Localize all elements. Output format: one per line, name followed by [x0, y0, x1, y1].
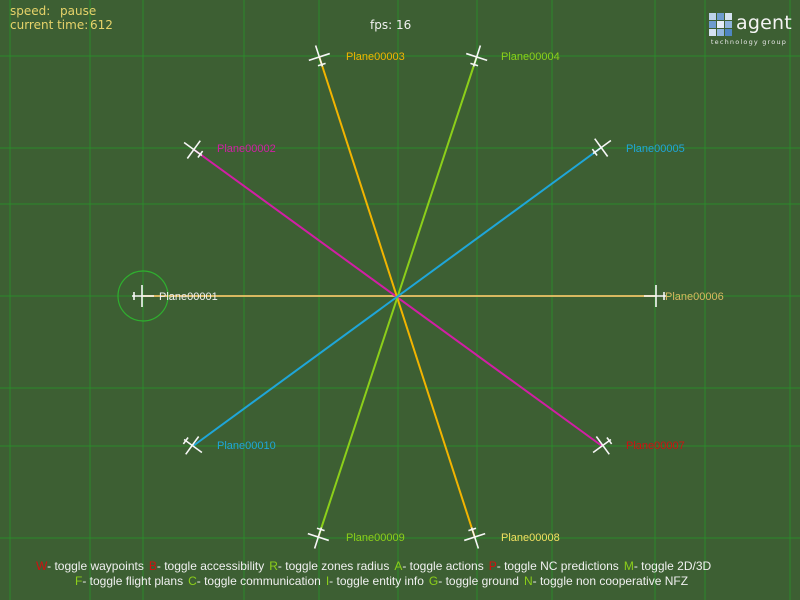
plane-icon[interactable]: [178, 431, 209, 462]
plane-icon[interactable]: [587, 132, 618, 163]
help-text: - toggle 2D/3D: [633, 559, 712, 573]
help-key: W: [36, 559, 48, 573]
help-key: A: [394, 559, 403, 573]
plane-label-plane00001[interactable]: Plane00001: [159, 291, 218, 303]
help-text: - toggle entity info: [329, 574, 424, 588]
help-item: B- toggle accessibility: [149, 559, 264, 573]
flight-path-plane00005-00010: [192, 146, 603, 447]
help-item: P- toggle NC predictions: [489, 559, 619, 573]
plane-icon[interactable]: [461, 524, 489, 552]
help-text: - toggle ground: [438, 574, 519, 588]
help-text: - toggle waypoints: [47, 559, 144, 573]
speed-label: speed:: [10, 4, 51, 18]
fps-label: fps:: [370, 18, 393, 32]
help-text: - toggle zones radius: [277, 559, 390, 573]
plane-label-plane00005[interactable]: Plane00005: [626, 143, 685, 155]
logo-subtitle: technology group: [710, 38, 788, 46]
plane-label-plane00010[interactable]: Plane00010: [217, 440, 276, 452]
help-text: - toggle communication: [196, 574, 321, 588]
plane-icon[interactable]: [178, 134, 209, 165]
selected-plane-radius: [117, 270, 169, 322]
plane-icon[interactable]: [644, 285, 666, 307]
current-time-readout: current time:612: [10, 18, 113, 32]
agent-technology-logo: agent technology group: [706, 10, 792, 50]
help-text: - toggle actions: [402, 559, 484, 573]
help-key: I: [325, 574, 330, 588]
help-text: - toggle flight plans: [82, 574, 184, 588]
speed-value: pause: [60, 4, 97, 18]
help-item: M- toggle 2D/3D: [624, 559, 711, 573]
help-key: B: [148, 559, 157, 573]
help-item: A- toggle actions: [394, 559, 483, 573]
plane-label-plane00004[interactable]: Plane00004: [501, 51, 560, 63]
logo-word: agent: [736, 12, 792, 34]
keyboard-help-row-1: W- toggle waypoints B- toggle accessibili…: [36, 559, 716, 573]
plane-icon[interactable]: [304, 524, 332, 552]
plane-icon[interactable]: [587, 431, 618, 462]
help-item: G- toggle ground: [429, 574, 519, 588]
plane-label-plane00007[interactable]: Plane00007: [626, 440, 685, 452]
help-key: P: [488, 559, 497, 573]
help-key: C: [188, 574, 197, 588]
plane-label-plane00002[interactable]: Plane00002: [217, 143, 276, 155]
help-item: R- toggle zones radius: [269, 559, 389, 573]
help-key: R: [269, 559, 278, 573]
speed-readout: speed: pause: [10, 4, 96, 18]
plane-icon[interactable]: [305, 42, 333, 70]
current-time-label: current time:: [10, 18, 89, 32]
help-key: M: [623, 559, 634, 573]
plane-label-plane00006[interactable]: Plane00006: [665, 291, 724, 303]
help-key: F: [75, 574, 83, 588]
plane-label-plane00008[interactable]: Plane00008: [501, 532, 560, 544]
fps-value: 16: [395, 18, 412, 32]
help-item: C- toggle communication: [188, 574, 321, 588]
help-item: N- toggle non cooperative NFZ: [524, 574, 688, 588]
help-text: - toggle accessibility: [156, 559, 265, 573]
plane-label-plane00003[interactable]: Plane00003: [346, 51, 405, 63]
fps-readout: fps: 16: [370, 18, 411, 32]
current-time-value: 612: [90, 18, 113, 32]
plane-icon[interactable]: [132, 285, 154, 307]
help-text: - toggle non cooperative NFZ: [532, 574, 689, 588]
help-text: - toggle NC predictions: [496, 559, 619, 573]
plane-icon[interactable]: [463, 42, 491, 70]
logo-grid-icon: [709, 13, 732, 36]
help-item: W- toggle waypoints: [36, 559, 144, 573]
help-item: F- toggle flight plans: [75, 574, 183, 588]
plane-label-plane00009[interactable]: Plane00009: [346, 532, 405, 544]
keyboard-help-row-2: F- toggle flight plans C- toggle communic…: [75, 574, 693, 588]
help-key: G: [428, 574, 439, 588]
help-key: N: [523, 574, 533, 588]
help-item: I- toggle entity info: [326, 574, 424, 588]
